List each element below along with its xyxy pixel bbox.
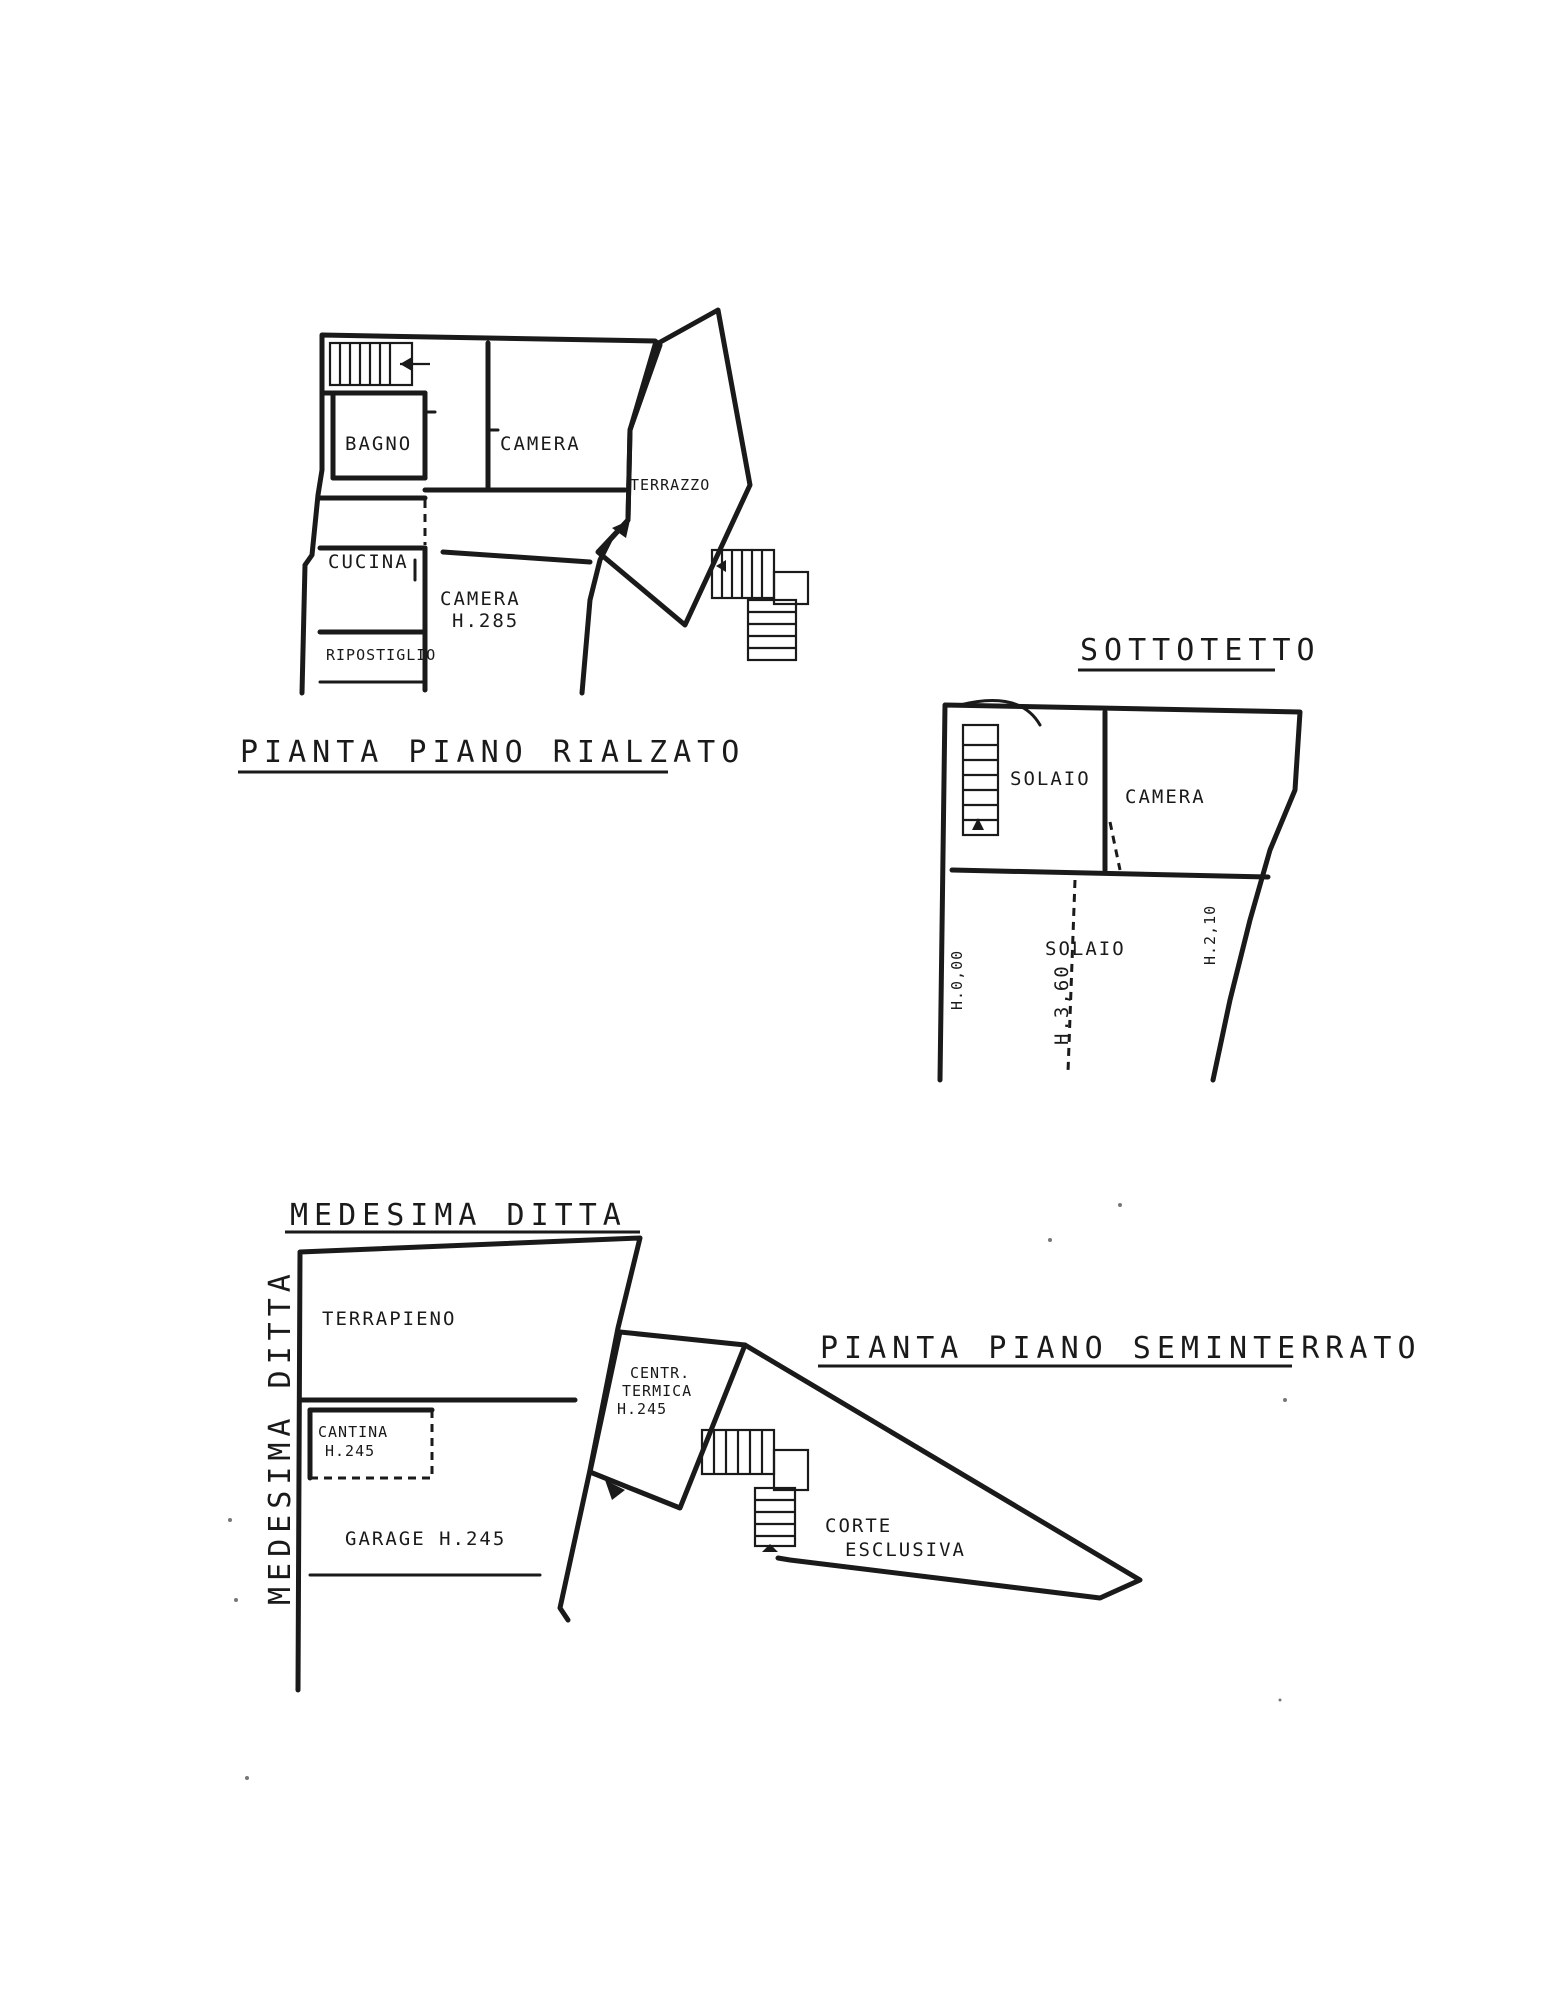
ground-stairs: [328, 341, 430, 387]
basement-room-centrale-height: H.245: [617, 1400, 667, 1418]
room-label-camera-2: CAMERA: [440, 588, 521, 610]
room-label-terrazzo: TERRAZZO: [630, 476, 710, 494]
neighbor-label-top: MEDESIMA DITTA: [290, 1198, 627, 1233]
corte-esclusiva-outline: [742, 1342, 1143, 1601]
basement-room-terrapieno: TERRAPIENO: [322, 1308, 456, 1330]
attic-plan: SOTTOTETTO SOLAIO CAMERA SOLAIO H.0,00 H…: [937, 633, 1321, 1083]
attic-room-solaio-2: SOLAIO: [1045, 938, 1126, 960]
basement-room-corte-1: CORTE: [825, 1515, 892, 1537]
neighbor-label-left: MEDESIMA DITTA: [263, 1268, 298, 1605]
attic-room-camera: CAMERA: [1125, 786, 1206, 808]
attic-outer-wall: [937, 702, 1303, 1083]
terrace-stairs: [710, 548, 810, 662]
basement-room-cantina: CANTINA: [318, 1423, 388, 1441]
attic-room-solaio-1: SOLAIO: [1010, 768, 1091, 790]
attic-height-left: H.0,00: [948, 950, 966, 1010]
ground-floor-title: PIANTA PIANO RIALZATO: [240, 735, 745, 770]
room-label-bagno: BAGNO: [345, 433, 412, 455]
basement-title: PIANTA PIANO SEMINTERRATO: [820, 1331, 1422, 1366]
basement-room-cantina-height: H.245: [325, 1442, 375, 1460]
terrace-outline: [595, 307, 753, 628]
entrance-arrow-icon: [612, 520, 630, 538]
room-label-cucina: CUCINA: [328, 551, 409, 573]
attic-stairs: [961, 723, 1000, 837]
entrance-arrow-icon: [605, 1480, 625, 1500]
attic-height-center: H.3,60: [1051, 964, 1073, 1045]
basement-room-centrale-1: CENTR.: [630, 1364, 690, 1382]
basement-plan: MEDESIMA DITTA MEDESIMA DITTA PIANTA PIA…: [263, 1198, 1422, 1693]
room-height-camera-2: H.285: [452, 610, 519, 632]
room-label-ripostiglio: RIPOSTIGLIO: [326, 646, 436, 664]
basement-room-corte-2: ESCLUSIVA: [845, 1539, 966, 1561]
scan-artifacts: [228, 1203, 1287, 1780]
attic-title: SOTTOTETTO: [1080, 633, 1321, 668]
centrale-termica-outline: [587, 1329, 748, 1511]
basement-room-garage: GARAGE H.245: [345, 1528, 506, 1550]
basement-outer-wall: [295, 1235, 643, 1693]
attic-height-right: H.2,10: [1201, 905, 1219, 965]
ground-outer-wall: [299, 332, 663, 696]
basement-room-centrale-2: TERMICA: [622, 1382, 692, 1400]
room-label-camera-1: CAMERA: [500, 433, 581, 455]
ground-floor-plan: BAGNO CAMERA TERRAZZO CUCINA CAMERA H.28…: [238, 307, 810, 774]
basement-stairs: [700, 1428, 810, 1552]
